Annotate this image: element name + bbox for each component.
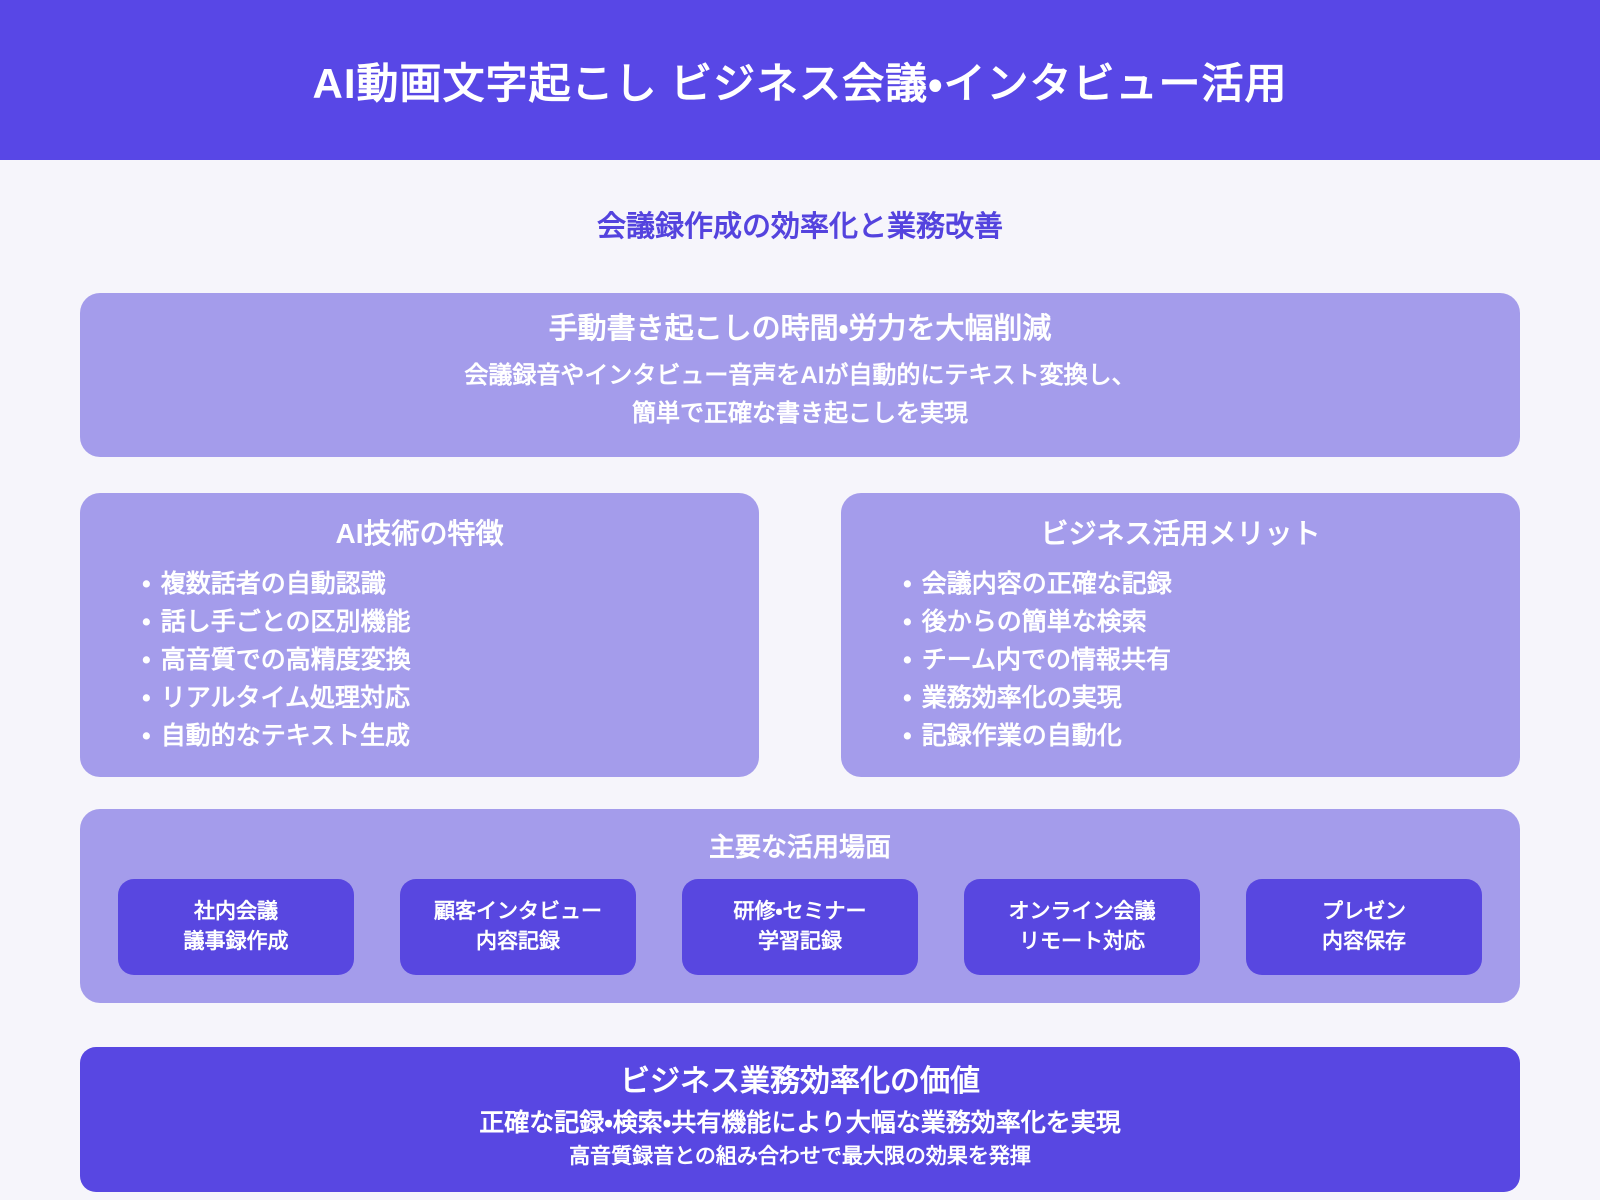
usage-card-line-2: 議事録作成	[183, 930, 289, 953]
usage-card-line-2: 学習記録	[758, 930, 842, 953]
merit-item-label: 業務効率化の実現	[921, 684, 1122, 712]
bullet-icon: •	[142, 684, 151, 712]
merit-item: • 記録作業の自動化	[903, 717, 1520, 755]
bullet-icon: •	[142, 570, 151, 598]
features-panel: AI技術の特徴 • 複数話者の自動認識 • 話し手ごとの区別機能 • 高音質での高精度…	[80, 493, 759, 777]
header-bar: AI動画文字起こし ビジネス会議・インタビュー活用	[0, 0, 1600, 160]
merit-item-label: 記録作業の自動化	[921, 722, 1122, 750]
usage-card-line-1: プレゼン	[1322, 900, 1406, 923]
feature-item-label: 話し手ごとの区別機能	[160, 608, 411, 636]
usage-card-line-1: 顧客インタビュー	[434, 900, 602, 923]
feature-item: • 高音質での高精度変換	[142, 641, 759, 679]
feature-item-label: 自動的なテキスト生成	[160, 722, 411, 750]
bullet-icon: •	[903, 646, 912, 674]
bullet-icon: •	[142, 722, 151, 750]
usage-card-line-1: オンライン会議	[1008, 900, 1156, 923]
subtitle: 会議録作成の効率化と業務改善	[596, 211, 1003, 243]
usage-card-line-2: 内容記録	[476, 930, 560, 953]
merit-item: • 業務効率化の実現	[903, 679, 1520, 717]
usage-card-line-2: リモート対応	[1019, 930, 1145, 953]
merit-item: • 会議内容の正確な記録	[903, 565, 1520, 603]
usage-card-training-seminar: 研修・セミナー 学習記録	[682, 879, 918, 975]
feature-item: • 自動的なテキスト生成	[142, 717, 759, 755]
usage-card-internal-meeting: 社内会議 議事録作成	[118, 879, 354, 975]
usage-card-presentation: プレゼン 内容保存	[1246, 879, 1482, 975]
page-title: AI動画文字起こし ビジネス会議・インタビュー活用	[312, 59, 1288, 107]
feature-item-label: 高音質での高精度変換	[160, 646, 411, 674]
merits-panel: ビジネス活用メリット • 会議内容の正確な記録 • 後からの簡単な検索 • チーム内で…	[841, 493, 1520, 777]
value-title: ビジネス業務効率化の価値	[620, 1065, 980, 1098]
feature-item-label: 複数話者の自動認識	[160, 570, 386, 598]
two-column-row: AI技術の特徴 • 複数話者の自動認識 • 話し手ごとの区別機能 • 高音質での高精度…	[80, 493, 1520, 777]
merit-item: • 後からの簡単な検索	[903, 603, 1520, 641]
hero-panel: 手動書き起こしの時間・労力を大幅削減 会議録音やインタビュー音声をAIが自動的に…	[80, 293, 1520, 457]
bullet-icon: •	[903, 608, 912, 636]
usage-title: 主要な活用場面	[708, 832, 891, 862]
features-list: • 複数話者の自動認識 • 話し手ごとの区別機能 • 高音質での高精度変換 • リアルタ…	[80, 565, 759, 755]
hero-title: 手動書き起こしの時間・労力を大幅削減	[548, 313, 1052, 345]
usage-card-customer-interview: 顧客インタビュー 内容記録	[400, 879, 636, 975]
value-panel: ビジネス業務効率化の価値 正確な記録・検索・共有機能により大幅な業務効率化を実現…	[80, 1047, 1520, 1192]
value-line-1: 正確な記録・検索・共有機能により大幅な業務効率化を実現	[479, 1109, 1121, 1137]
merit-item: • チーム内での情報共有	[903, 641, 1520, 679]
feature-item: • リアルタイム処理対応	[142, 679, 759, 717]
usage-card-line-1: 社内会議	[194, 900, 278, 923]
merit-item-label: 会議内容の正確な記録	[921, 570, 1172, 598]
merits-title: ビジネス活用メリット	[1040, 518, 1321, 549]
usage-card-line-1: 研修・セミナー	[733, 900, 867, 923]
feature-item: • 複数話者の自動認識	[142, 565, 759, 603]
value-line-2: 高音質録音との組み合わせで最大限の効果を発揮	[569, 1145, 1031, 1168]
usage-card-online-meeting: オンライン会議 リモート対応	[964, 879, 1200, 975]
usage-card-line-2: 内容保存	[1322, 930, 1406, 953]
bullet-icon: •	[903, 722, 912, 750]
bullet-icon: •	[903, 684, 912, 712]
merit-item-label: 後からの簡単な検索	[921, 608, 1147, 636]
feature-item: • 話し手ごとの区別機能	[142, 603, 759, 641]
feature-item-label: リアルタイム処理対応	[160, 684, 411, 712]
bullet-icon: •	[142, 646, 151, 674]
features-title: AI技術の特徴	[335, 518, 504, 549]
merits-list: • 会議内容の正確な記録 • 後からの簡単な検索 • チーム内での情報共有 • 業務効率…	[841, 565, 1520, 755]
bullet-icon: •	[142, 608, 151, 636]
usage-cards: 社内会議 議事録作成 顧客インタビュー 内容記録 研修・セミナー 学習記録 オン…	[118, 879, 1482, 975]
hero-line-1: 会議録音やインタビュー音声をAIが自動的にテキスト変換し、	[464, 362, 1136, 389]
hero-line-2: 簡単で正確な書き起こしを実現	[632, 400, 968, 427]
merit-item-label: チーム内での情報共有	[921, 646, 1172, 674]
bullet-icon: •	[903, 570, 912, 598]
usage-panel: 主要な活用場面 社内会議 議事録作成 顧客インタビュー 内容記録 研修・セミナー…	[80, 809, 1520, 1003]
